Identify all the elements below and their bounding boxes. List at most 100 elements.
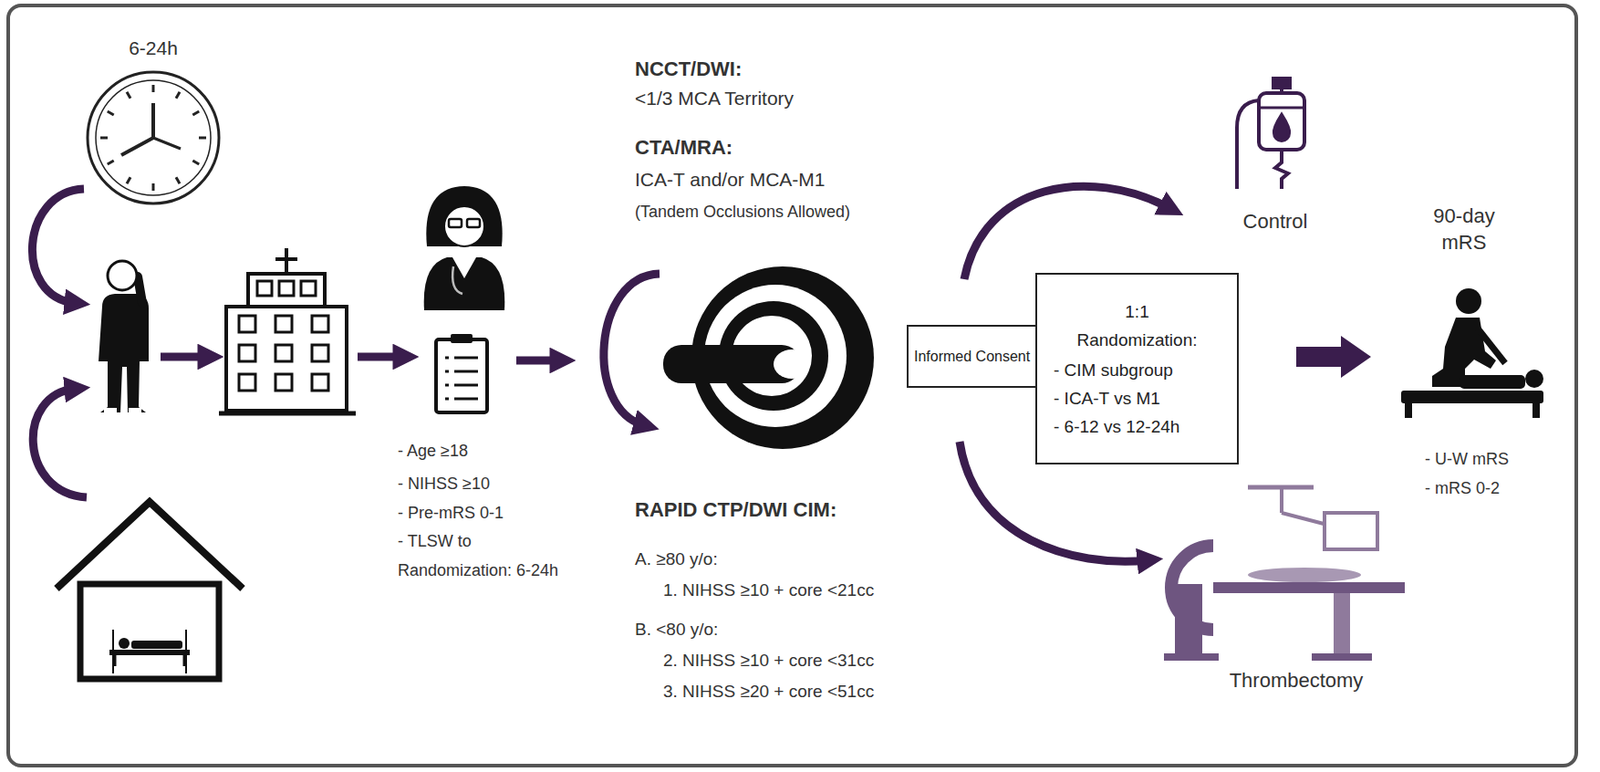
label-text: 1. NIHSS ≥10 + core <21cc: [663, 578, 874, 603]
label-text: Thrombectomy: [1229, 668, 1364, 693]
box-text: Informed Consent: [914, 346, 1030, 366]
iv-bag-icon: [1258, 93, 1305, 150]
label-text: CTA/MRA:: [634, 135, 733, 161]
checklist-icon: [450, 333, 473, 343]
hospital-icon: [218, 248, 356, 414]
rehab-icon: [1459, 374, 1526, 389]
thrombectomy-icon: [1163, 487, 1405, 661]
flow-arrow: [603, 273, 660, 426]
checklist-icon: [454, 356, 478, 360]
rehab-icon: [1525, 369, 1544, 388]
clock-icon: [95, 80, 211, 196]
label-text: Control: [1243, 208, 1309, 235]
clock-icon: [100, 136, 108, 140]
home-icon: [183, 654, 187, 666]
clock-icon: [100, 84, 207, 191]
patient-icon: [137, 276, 143, 303]
checklist-icon: [445, 356, 449, 360]
hospital-icon: [238, 280, 329, 391]
box-text: 1:1 Randomization:: [1069, 297, 1206, 354]
flow-arrow: [964, 186, 1170, 280]
rehab-icon: [1455, 288, 1482, 314]
iv-bag-icon: [1273, 78, 1290, 88]
box-text: - ICA-T vs M1: [1049, 384, 1225, 413]
clock-icon: [152, 84, 156, 93]
checklist-icon: [454, 397, 478, 401]
flow-arrow: [32, 388, 87, 498]
checklist-icon: [445, 384, 449, 387]
thrombectomy-icon: [1324, 512, 1378, 550]
hospital-icon: [311, 344, 329, 362]
frame: [8, 5, 1577, 766]
label-text: 3. NIHSS ≥20 + core <51cc: [663, 679, 874, 704]
hospital-icon: [301, 280, 316, 296]
randomization-box: 1:1 Randomization:- CIM subgroup- ICA-T …: [1035, 272, 1239, 465]
doctor-icon: [452, 266, 463, 294]
patient-icon: [103, 407, 117, 414]
clock-icon: [152, 183, 156, 191]
clock-icon: [151, 103, 156, 138]
rehab-icon: [1401, 390, 1544, 404]
hospital-icon: [218, 411, 356, 416]
home-icon: [118, 637, 130, 649]
flow-arrow: [31, 186, 1170, 562]
rehab-icon: [1477, 328, 1506, 364]
label-text: - Age ≥18: [397, 436, 468, 466]
home-icon: [80, 583, 219, 679]
scanner-icon: [773, 349, 811, 379]
checklist-icon: [454, 370, 478, 374]
doctor-icon: [444, 206, 485, 247]
clock-icon: [107, 160, 115, 165]
hospital-icon: [257, 280, 272, 296]
label-text: RAPID CTP/DWI CIM:: [634, 497, 837, 523]
label-text: B. <80 y/o:: [634, 617, 718, 642]
patient-icon: [98, 260, 149, 414]
label-text: NCCT/DWI:: [634, 56, 742, 83]
hospital-icon: [238, 344, 256, 362]
label-text: <1/3 MCA Territory: [634, 85, 794, 112]
checklist-icon: [436, 333, 488, 413]
doctor-icon: [467, 218, 480, 228]
label-text: A. ≥80 y/o:: [634, 547, 718, 572]
iv-bag-icon: [1236, 100, 1259, 189]
label-text: - mRS 0-2: [1424, 476, 1500, 500]
flow-arrow: [357, 353, 404, 362]
box-text: - 6-12 vs 12-24h: [1049, 412, 1225, 441]
rehab-icon: [1404, 403, 1413, 418]
clock-icon: [198, 136, 207, 140]
doctor-icon: [452, 257, 477, 279]
doctor-icon: [425, 186, 502, 247]
hospital-icon: [311, 315, 329, 333]
thrombectomy-icon: [1163, 653, 1219, 661]
rehab-icon: [1401, 288, 1544, 418]
hospital-icon: [238, 374, 256, 391]
iv-bag-icon: [1258, 106, 1305, 110]
thrombectomy-icon: [1311, 653, 1372, 661]
label-text: (Tandem Occlusions Allowed): [634, 200, 851, 223]
doctor-icon: [424, 186, 506, 311]
home-icon: [56, 501, 243, 589]
thrombectomy-icon: [1213, 581, 1405, 593]
iv-bag-icon: [1236, 78, 1305, 189]
flow-arrow: [160, 353, 208, 362]
clock-icon: [121, 137, 154, 156]
label-text: - U-W mRS: [1424, 446, 1509, 471]
clock-icon: [192, 160, 199, 165]
hospital-icon: [226, 306, 347, 411]
clock-icon: [126, 176, 131, 184]
doctor-icon: [424, 257, 506, 311]
patient-icon: [128, 407, 142, 414]
iv-bag-icon: [1274, 114, 1289, 141]
label-text: 90-day mRS: [1418, 202, 1510, 256]
consent-box: Informed Consent: [906, 324, 1038, 388]
clock-icon: [153, 137, 181, 149]
checklist-icon: [445, 357, 478, 399]
flow-arrow: [31, 188, 84, 303]
thrombectomy-icon: [1281, 512, 1328, 525]
clock-icon: [87, 72, 219, 204]
label-text: ICA-T and/or MCA-M1: [634, 166, 826, 193]
label-text: 2. NIHSS ≥10 + core <31cc: [663, 648, 874, 673]
box-text: - CIM subgroup: [1049, 355, 1225, 385]
thrombectomy-icon: [1247, 567, 1362, 582]
scanner-icon: [663, 266, 874, 449]
